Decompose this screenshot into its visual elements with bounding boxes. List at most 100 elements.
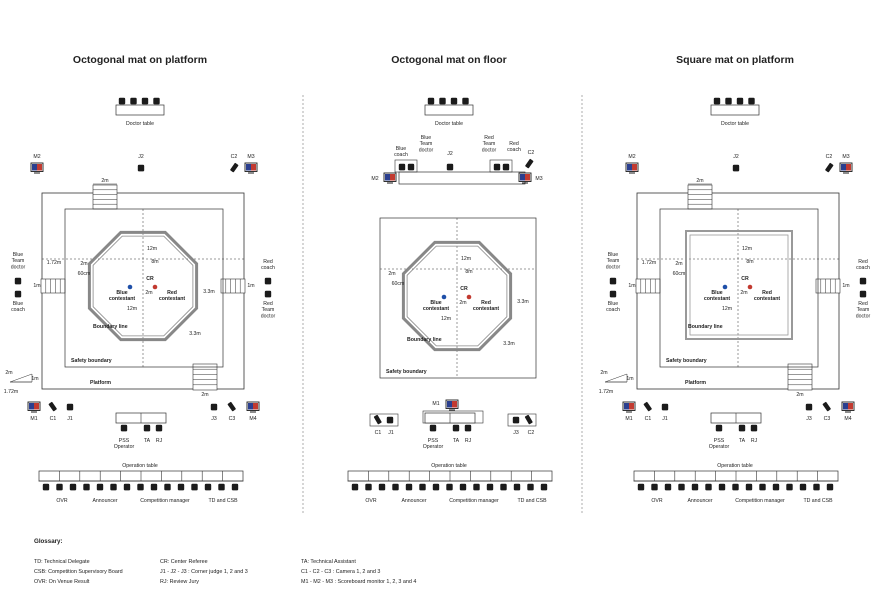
red-contestant-dot [747,284,753,290]
monitor-screen-blue [29,403,34,410]
chair-seat [365,483,372,491]
dim-2m-detail: 2m [600,370,607,376]
monitor-screen-blue [246,164,251,171]
red-doctor-chair-icon [859,290,867,298]
stairs-outline [192,363,218,391]
blue-bench-box [394,159,418,173]
m4-monitor-icon [246,401,260,413]
doctor-table [710,104,760,116]
chair-seat [137,164,145,172]
red-doctor-chair-icon [493,163,501,171]
j3-chair-icon [512,416,520,424]
safety-boundary-label: Safety boundary [386,369,427,375]
m3-monitor-icon [244,162,258,174]
left-stairs [40,278,66,294]
chair-seat [96,483,104,491]
c1-j1-box [369,413,399,427]
chair-seat [713,97,721,105]
chair-seat [493,163,501,171]
operation-chair-icon [69,483,77,491]
operation-chair-icon [637,483,645,491]
rj-label: RJ [751,438,758,444]
mat-inner [689,234,789,336]
chair-seat [718,483,726,491]
j3-c2-box [507,413,537,427]
chair-seat [150,483,158,491]
right-stairs [815,278,841,294]
operation-chair-icon [799,483,807,491]
camera-body [230,162,239,173]
m3-label: M3 [247,154,254,160]
ta-label: TA [144,438,151,444]
chair-seat [736,97,744,105]
dim-12m-side: 12m [127,306,137,312]
monitor-screen-blue [520,174,525,181]
camera-body [525,158,534,169]
m1-monitor-icon [27,401,41,413]
operation-chair-icon [813,483,820,491]
chair-seat [204,483,212,491]
operation-chair-icon [651,483,658,491]
m1-monitor-icon [445,399,459,411]
stairs-outline [220,278,246,294]
operation-chair-icon [42,483,50,491]
coach-bench-table [398,171,526,185]
dim-2m-bottom: 2m [796,392,803,398]
dim-2m-bottom: 2m [201,392,208,398]
monitor-screen-red [846,164,851,171]
review-table [710,412,762,424]
chair-seat [799,483,807,491]
chair-seat [446,483,453,491]
operation-chair-icon [177,483,185,491]
chair-seat [56,483,63,491]
dim-1m-detail: 1m [31,376,38,382]
chair-seat [678,483,685,491]
operation-table-label: Operation table [122,463,158,469]
red-coach-chair-icon [502,163,510,171]
chair-seat [264,290,272,298]
doctor-chair-icon [153,97,160,105]
camera-body [643,401,652,412]
monitor-screen-blue [32,164,37,171]
m2-monitor-icon [30,162,44,174]
blue-doctor-chair-icon [407,163,415,171]
dim-2m-left: 2m [80,261,87,267]
chair-seat [691,483,699,491]
chair-seat [392,483,399,491]
blue-contestant-dot [441,294,447,300]
ta-chair-icon [738,424,746,432]
stairs-outline [40,278,66,294]
monitor-screen-red [629,403,634,410]
doctor-chair-icon [713,97,721,105]
chair-seat [14,277,22,285]
operation-chair-icon [786,483,793,491]
red-contestant-dot [466,294,472,300]
chair-seat [705,483,712,491]
dim-1m-detail: 1m [626,376,633,382]
dim-172-detail: 1.72m [4,389,18,395]
m1-label: M1 [625,416,632,422]
chair-seat [432,483,440,491]
chair-seat [450,97,458,105]
chair-seat [155,424,163,432]
pss-chair-icon [429,424,437,432]
announcer-label: Announcer [92,498,117,504]
dim-1m-left: 1m [33,283,40,289]
monitor-screen-red [37,164,42,171]
j1-chair-icon [386,416,394,424]
chair-seat [745,483,753,491]
stairs-outline [815,278,841,294]
c1-label: C1 [50,416,57,422]
doctor-table-label: Doctor table [721,121,749,127]
c1-camera-icon [643,401,652,412]
chair-seat [527,483,534,491]
j1-label: J1 [388,430,394,436]
j2-chair-icon [137,164,145,172]
